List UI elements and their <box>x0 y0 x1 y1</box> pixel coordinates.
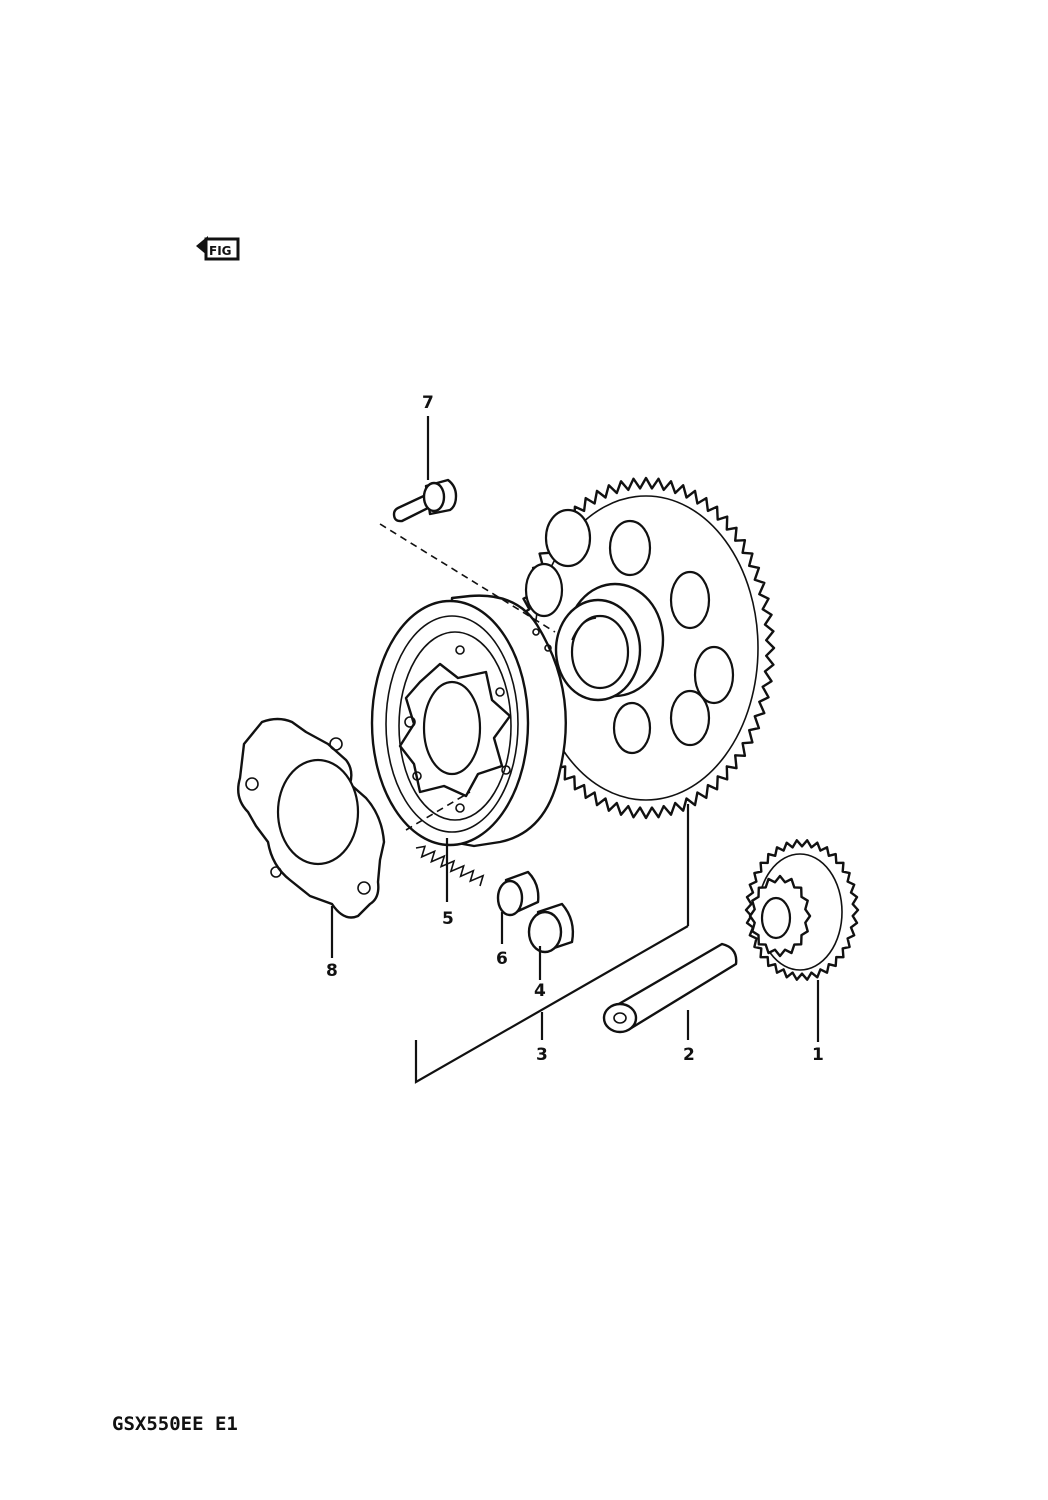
shaft <box>602 942 738 1034</box>
callout-5: 5 <box>442 909 454 929</box>
callout-6: 6 <box>496 949 508 969</box>
starter-clutch-assembly <box>370 594 567 848</box>
callout-8: 8 <box>326 961 338 981</box>
clutch-plate <box>237 717 386 919</box>
callout-labels: 7 5 6 4 8 3 2 1 <box>326 393 824 1065</box>
bolt <box>392 478 458 523</box>
roller-small <box>496 870 540 917</box>
callout-7: 7 <box>422 393 434 413</box>
model-code: GSX550EE E1 <box>112 1413 238 1435</box>
callout-2: 2 <box>683 1045 695 1065</box>
figure-reference-mark: FIG <box>196 236 240 261</box>
callout-4: 4 <box>534 981 546 1001</box>
idle-gear <box>744 839 860 981</box>
figure-reference-text: FIG <box>209 244 232 258</box>
callout-1: 1 <box>812 1045 824 1065</box>
callout-3: 3 <box>536 1045 548 1065</box>
leader-lines <box>330 416 820 1084</box>
spring <box>415 845 485 887</box>
roller-large <box>527 902 575 954</box>
